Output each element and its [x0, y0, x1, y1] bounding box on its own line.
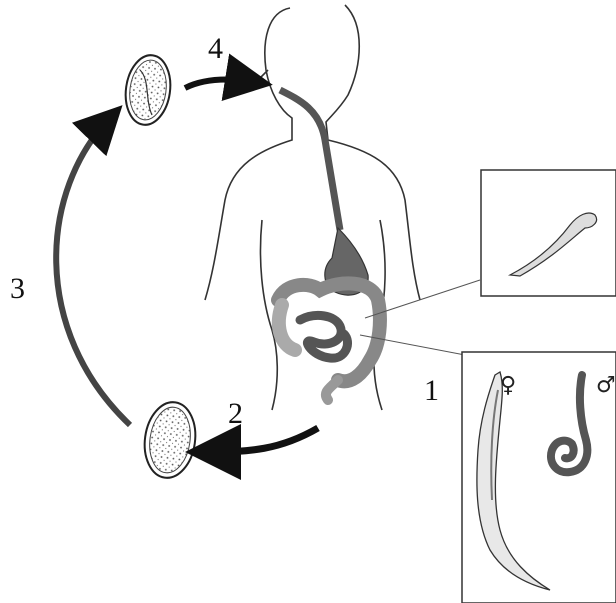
- arrow-2: [206, 428, 318, 452]
- digestive-tract: [278, 90, 380, 400]
- step-1-label: 1: [424, 374, 439, 407]
- female-symbol: ♀: [500, 373, 516, 398]
- arrow-4: [185, 80, 255, 88]
- step-3-label: 3: [10, 272, 25, 305]
- egg-unembryonated: [140, 399, 200, 481]
- step-2-label: 2: [228, 397, 243, 430]
- arrow-3: [56, 118, 130, 425]
- adult-worms-inset: ♀ ♂: [462, 352, 616, 603]
- step-4-label: 4: [208, 32, 223, 65]
- larva-inset: [481, 170, 616, 296]
- egg-embryonated: [121, 52, 174, 127]
- male-symbol: ♂: [596, 373, 616, 398]
